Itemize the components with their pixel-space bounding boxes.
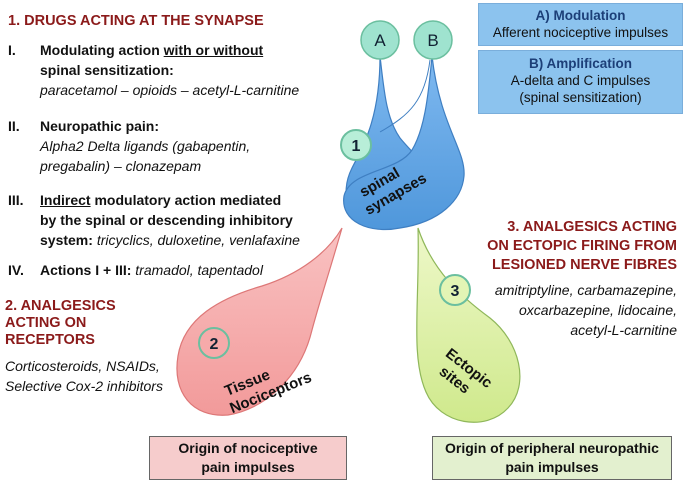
section3-drugs-line3: acetyl-L-carnitine — [570, 322, 677, 338]
tissue-nociceptors-shape — [176, 227, 343, 416]
item-i-num: I. — [8, 42, 16, 58]
item-iii-line1-plain: modulatory action mediated — [90, 192, 282, 208]
modulation-title: A) Modulation — [535, 8, 626, 23]
origin-neuropathic-box: Origin of peripheral neuropathic pain im… — [432, 436, 672, 480]
item-iii-line3-bold: system: — [40, 232, 97, 248]
amplification-line2: (spinal sensitization) — [519, 90, 642, 105]
item-iv-num: IV. — [8, 262, 24, 278]
node-3-label: 3 — [451, 283, 460, 300]
section1-title: 1. DRUGS ACTING AT THE SYNAPSE — [8, 13, 264, 29]
item-iv-italic: tramadol, tapentadol — [135, 262, 263, 278]
section2-title-line2: ACTING ON — [5, 315, 87, 331]
section2-title: 2. ANALGESICS ACTING ON RECEPTORS — [5, 298, 116, 349]
item-iii-line1-underlined: Indirect — [40, 192, 91, 208]
modulation-box: A) Modulation Afferent nociceptive impul… — [478, 3, 683, 46]
spinal-synapse-shape-b — [343, 55, 465, 231]
section3-title-line1: 3. ANALGESICS ACTING — [507, 219, 677, 235]
node-a-label: A — [374, 31, 386, 50]
section2-drugs: Corticosteroids, NSAIDs, Selective Cox-2… — [5, 356, 163, 396]
node-1-label: 1 — [352, 138, 361, 155]
section3-drugs: amitriptyline, carbamazepine, oxcarbazep… — [495, 280, 677, 340]
item-i-line1-plain: Modulating action — [40, 42, 164, 58]
section3-drugs-line1: amitriptyline, carbamazepine, — [494, 282, 677, 298]
item-i-line1-underlined: with or without — [163, 42, 264, 58]
node-1-circle — [340, 129, 372, 161]
synapse-divider-line — [379, 59, 431, 133]
node-a-circle — [360, 20, 400, 60]
item-iv-bold: Actions I + III: — [40, 262, 136, 278]
node-2-circle — [198, 327, 230, 359]
section3-title-line2: ON ECTOPIC FIRING FROM — [487, 238, 677, 254]
origin-right-line2: pain impulses — [505, 459, 599, 475]
node-b-circle — [413, 20, 453, 60]
node-b-label: B — [427, 31, 438, 50]
section2-title-line3: RECEPTORS — [5, 332, 95, 348]
item-i-line2: spinal sensitization: — [40, 62, 174, 78]
item-iii-line3-italic: tricyclics, duloxetine, venlafaxine — [96, 232, 300, 248]
amplification-title: B) Amplification — [529, 56, 632, 71]
node-2-label: 2 — [210, 336, 219, 353]
section3-drugs-line2: oxcarbazepine, lidocaine, — [519, 302, 677, 318]
item-iii-num: III. — [8, 192, 24, 208]
section2-title-line1: 2. ANALGESICS — [5, 298, 116, 314]
item-ii-line1: Neuropathic pain: — [40, 118, 160, 134]
item-i-line3: paracetamol – opioids – acetyl-L-carniti… — [40, 82, 300, 98]
origin-left-line2: pain impulses — [201, 459, 295, 475]
item-iii-line2: by the spinal or descending inhibitory — [40, 212, 293, 228]
node-3-circle — [439, 274, 471, 306]
origin-left-line1: Origin of nociceptive — [178, 440, 318, 456]
section2-drugs-line2: Selective Cox-2 inhibitors — [5, 378, 163, 394]
origin-right-line1: Origin of peripheral neuropathic — [445, 440, 659, 456]
amplification-line1: A-delta and C impulses — [510, 73, 651, 88]
item-ii-line2: Alpha2 Delta ligands (gabapentin, — [40, 138, 251, 154]
item-ii-num: II. — [8, 118, 20, 134]
section3-title: 3. ANALGESICS ACTING ON ECTOPIC FIRING F… — [487, 218, 677, 275]
origin-nociceptive-box: Origin of nociceptive pain impulses — [149, 436, 347, 480]
modulation-text: Afferent nociceptive impulses — [492, 25, 669, 40]
amplification-box: B) Amplification A-delta and C impulses … — [478, 50, 683, 114]
item-ii-line3: pregabalin) – clonazepam — [40, 158, 202, 174]
section2-drugs-line1: Corticosteroids, NSAIDs, — [5, 358, 160, 374]
section3-title-line3: LESIONED NERVE FIBRES — [491, 257, 677, 273]
